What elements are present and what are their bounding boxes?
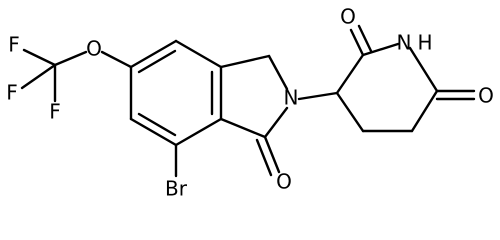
- bond-ring-5: [129, 117, 178, 147]
- bond-ring-1-inner: [137, 49, 177, 74]
- atom-f3: F: [49, 100, 61, 124]
- bond-ch2-c: [219, 54, 271, 69]
- bond-n-ch: [297, 91, 339, 101]
- bond-c-o-imide1-b: [357, 24, 373, 53]
- bond-ring-2: [174, 39, 223, 69]
- atom-o-imide2: O: [478, 84, 494, 108]
- atom-f1: F: [8, 33, 20, 57]
- bond-pip-2: [361, 42, 400, 57]
- bond-c-o-imide1-a: [349, 28, 365, 57]
- bond-ch2-n: [267, 54, 289, 91]
- atom-br: Br: [165, 177, 188, 201]
- atom-o-lactam: O: [276, 170, 292, 194]
- atom-n-ring: N: [284, 86, 299, 110]
- bond-pip-4: [410, 89, 439, 133]
- atom-f2: F: [6, 81, 18, 105]
- atom-o-ether: O: [86, 37, 102, 61]
- atom-o-imide1: O: [340, 5, 356, 29]
- bond-carbonyl-ring: [219, 117, 267, 139]
- bond-pip-6: [335, 91, 365, 133]
- chemical-structure: F F F O Br O N O N H O: [6, 5, 494, 201]
- bond-ring-5-inner: [137, 112, 177, 137]
- bond-ring-1: [129, 39, 178, 69]
- bond-n-carbonyl: [263, 106, 289, 139]
- structure-canvas: F F F O Br O N O N H O: [6, 5, 494, 201]
- bond-pip-1: [335, 53, 365, 95]
- bond-c-o-lactam-a: [263, 135, 281, 174]
- bond-c-f1: [22, 48, 57, 67]
- bond-o-aryl: [100, 50, 133, 69]
- atom-h: H: [417, 31, 432, 55]
- bond-ring-4: [174, 117, 223, 147]
- bond-c-o-ether: [53, 50, 88, 67]
- bond-pip-3: [408, 46, 439, 93]
- bond-c-o-lactam-b: [255, 138, 273, 177]
- atom-nh: N: [397, 31, 412, 55]
- bond-c-f2: [20, 63, 57, 90]
